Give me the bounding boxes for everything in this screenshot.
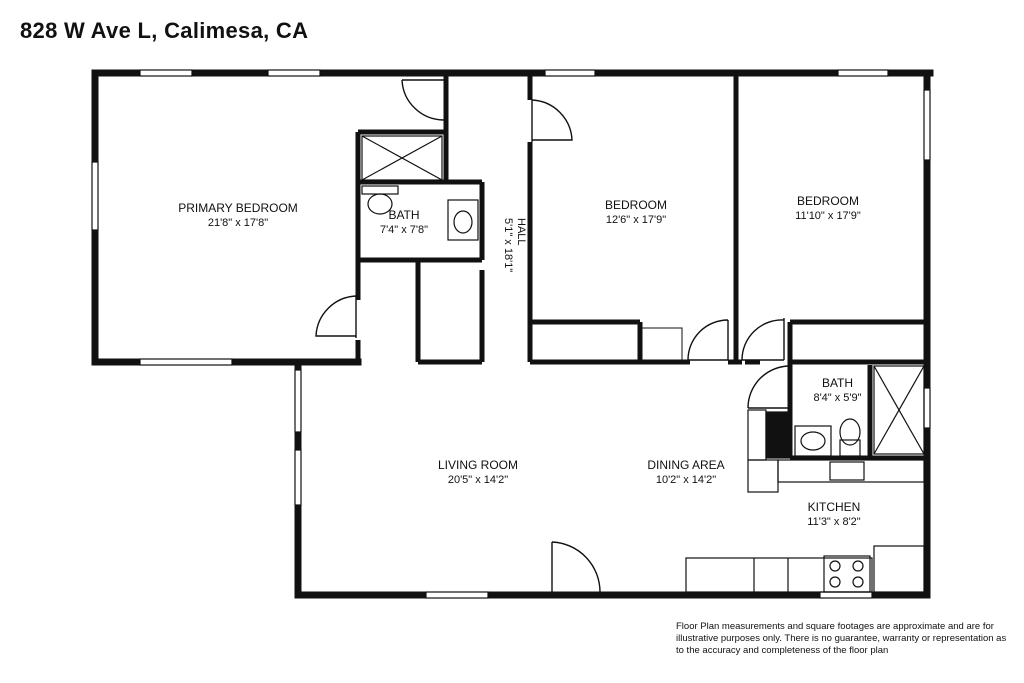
room-kitchen: KITCHEN 11'3" x 8'2" <box>784 500 884 530</box>
room-name: BATH <box>388 208 420 222</box>
room-dimensions: 11'3" x 8'2" <box>807 516 861 528</box>
bath1-fixtures <box>361 135 479 241</box>
room-name: LIVING ROOM <box>437 458 518 472</box>
disclaimer-text: Floor Plan measurements and square foota… <box>676 621 1007 656</box>
page-title: 828 W Ave L, Calimesa, CA <box>20 18 309 43</box>
room-bedroom-2: BEDROOM 11'10" x 17'9" <box>778 194 878 224</box>
room-dimensions: 20'5" x 14'2" <box>447 474 509 486</box>
bath2-fixtures <box>794 365 925 457</box>
room-name: KITCHEN <box>807 500 861 514</box>
room-dimensions: 21'8" x 17'8" <box>207 217 269 229</box>
room-name: DINING AREA <box>647 458 725 472</box>
room-dimensions: 12'6" x 17'9" <box>605 214 667 226</box>
room-name: HALL <box>515 218 527 246</box>
kitchen-cabinets <box>685 409 925 593</box>
room-dimensions: 7'4" x 7'8" <box>379 224 429 236</box>
room-hall: HALL <box>515 218 527 246</box>
room-hall-dimensions: 5'1" x 18'1" <box>502 218 514 272</box>
room-dimensions: 10'2" x 14'2" <box>655 474 717 486</box>
room-dimensions: 5'1" x 18'1" <box>502 218 514 273</box>
room-bedroom-1: BEDROOM 12'6" x 17'9" <box>586 198 686 228</box>
room-dimensions: 8'4" x 5'9" <box>813 392 862 404</box>
interior-walls <box>355 76 927 461</box>
room-bath-1: BATH 7'4" x 7'8" <box>364 208 444 238</box>
room-bath-2: BATH 8'4" x 5'9" <box>800 376 875 406</box>
room-name: BATH <box>821 376 854 390</box>
room-name: BEDROOM <box>796 194 859 208</box>
room-name: BEDROOM <box>604 198 667 212</box>
room-dimensions: 11'10" x 17'9" <box>795 210 861 222</box>
doors <box>315 79 791 593</box>
room-living-room: LIVING ROOM 20'5" x 14'2" <box>428 458 528 488</box>
windows <box>91 69 931 599</box>
room-name: PRIMARY BEDROOM <box>178 201 298 215</box>
room-primary-bedroom: PRIMARY BEDROOM 21'8" x 17'8" <box>168 201 308 231</box>
room-dining-area: DINING AREA 10'2" x 14'2" <box>636 458 736 488</box>
